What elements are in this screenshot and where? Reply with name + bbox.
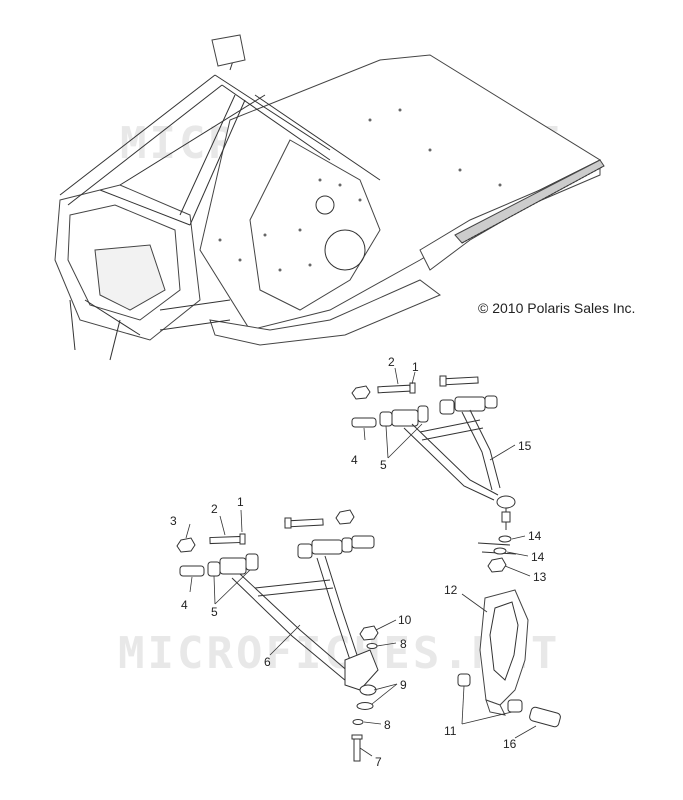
callout-labels: 1 2 4 5 15 3 2 1 4 5 6 10 8 9 8 7 12 14 … — [170, 355, 547, 769]
callout-lower-8a: 8 — [400, 637, 407, 651]
callout-right-11: 11 — [444, 724, 457, 738]
upper-a-arm-assembly — [351, 367, 516, 530]
callout-lower-7: 7 — [375, 755, 382, 769]
callout-lower-10: 10 — [398, 613, 412, 627]
callout-upper-15: 15 — [518, 439, 532, 453]
callout-right-14b: 14 — [531, 550, 545, 564]
callout-right-14a: 14 — [528, 529, 542, 543]
callout-upper-1: 1 — [412, 360, 419, 374]
spindle-assembly — [457, 535, 561, 739]
callout-lower-5: 5 — [211, 605, 218, 619]
callout-upper-2: 2 — [388, 355, 395, 369]
callout-right-13: 13 — [533, 570, 547, 584]
lower-a-arm-assembly — [176, 509, 398, 762]
callout-right-12: 12 — [444, 583, 458, 597]
callout-lower-3: 3 — [170, 514, 177, 528]
callout-upper-4: 4 — [351, 453, 358, 467]
copyright-notice: © 2010 Polaris Sales Inc. — [478, 300, 636, 316]
callout-upper-5: 5 — [380, 458, 387, 472]
callout-lower-6: 6 — [264, 655, 271, 669]
callout-lower-1: 1 — [237, 495, 244, 509]
callout-lower-4: 4 — [181, 598, 188, 612]
chassis-frame — [54, 34, 605, 361]
callout-lower-9: 9 — [400, 678, 407, 692]
callout-lower-8b: 8 — [384, 718, 391, 732]
callout-right-16: 16 — [503, 737, 517, 751]
callout-lower-2: 2 — [211, 502, 218, 516]
